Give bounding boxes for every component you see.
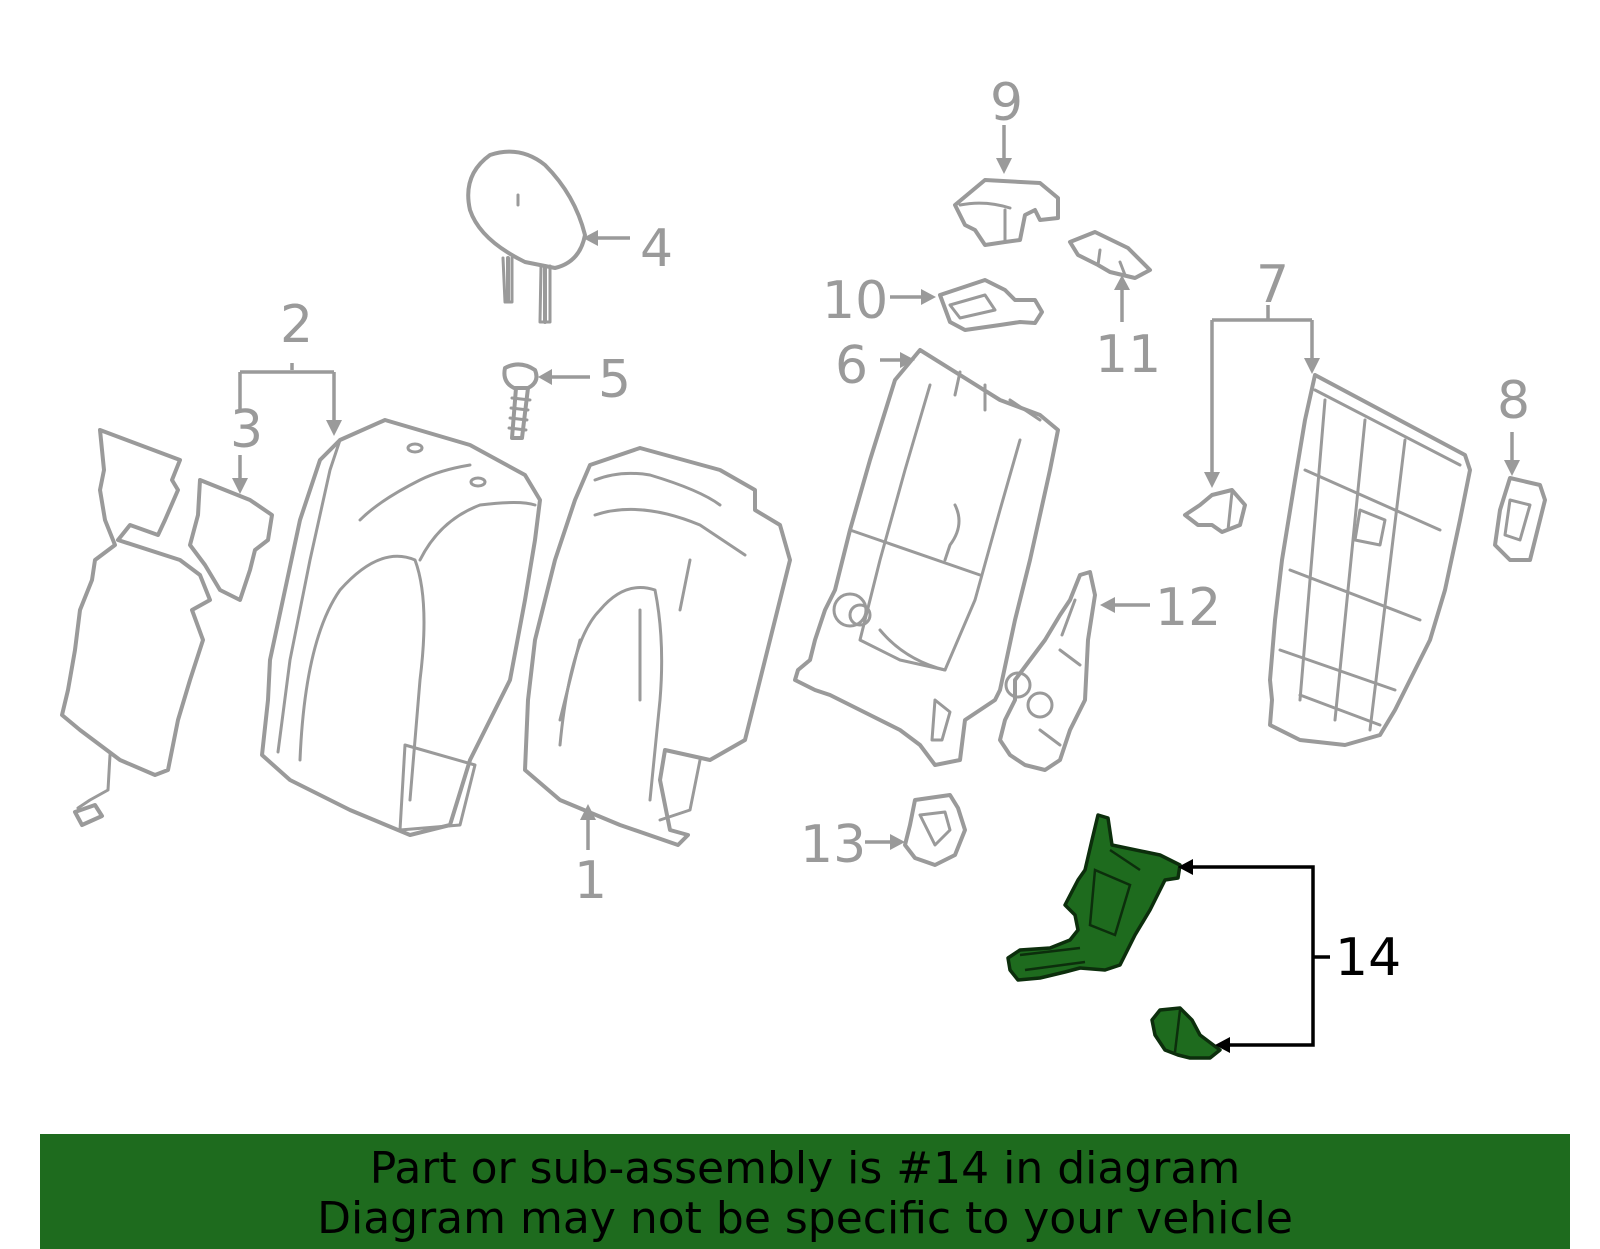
- leader-14: [1190, 865, 1330, 1047]
- callout-3: 3: [230, 400, 263, 460]
- callout-9: 9: [990, 73, 1023, 133]
- part-11-cap[interactable]: [1068, 230, 1152, 280]
- callout-13: 13: [800, 815, 866, 875]
- arrow-10: [921, 289, 936, 305]
- part-3-seat-heater[interactable]: [60, 428, 274, 827]
- arrow-9: [996, 158, 1012, 174]
- callout-4: 4: [640, 219, 673, 279]
- arrow-12: [1100, 597, 1115, 613]
- callout-8: 8: [1497, 371, 1530, 431]
- banner-line-1: Part or sub-assembly is #14 in diagram: [369, 1143, 1241, 1194]
- arrow-14a: [1178, 859, 1193, 875]
- part-12-lock[interactable]: [998, 570, 1097, 772]
- part-2-seat-back-cover[interactable]: [260, 418, 542, 837]
- part-5-screw[interactable]: [502, 362, 539, 440]
- part-13-bracket[interactable]: [903, 793, 967, 867]
- arrow-11: [1114, 275, 1130, 290]
- part-1-seat-back-pad[interactable]: [523, 446, 792, 847]
- arrow-4: [583, 230, 598, 246]
- callout-7: 7: [1256, 255, 1289, 315]
- arrow-6: [900, 352, 915, 368]
- part-10-bracket[interactable]: [938, 278, 1044, 332]
- callout-14: 14: [1335, 928, 1401, 988]
- callout-12: 12: [1155, 578, 1221, 638]
- part-9-cover[interactable]: [953, 178, 1060, 247]
- arrow-7a: [1304, 358, 1320, 374]
- arrow-8: [1504, 460, 1520, 476]
- part-14-clip[interactable]: [1150, 1006, 1222, 1060]
- arrow-13: [890, 834, 905, 850]
- banner-line-2: Diagram may not be specific to your vehi…: [317, 1193, 1293, 1244]
- part-8-clip[interactable]: [1493, 476, 1547, 562]
- callout-5: 5: [598, 350, 631, 410]
- arrow-5: [538, 369, 552, 385]
- part-6-seat-back-frame[interactable]: [793, 348, 1060, 767]
- part-4-headrest[interactable]: [466, 149, 587, 324]
- callout-10: 10: [822, 271, 888, 331]
- callout-2: 2: [280, 295, 313, 355]
- callout-6: 6: [835, 336, 868, 396]
- part-14-release-lever[interactable]: [1006, 813, 1182, 982]
- callout-1: 1: [574, 851, 607, 911]
- arrow-1: [580, 804, 596, 820]
- arrow-3: [232, 478, 248, 494]
- callout-11: 11: [1095, 325, 1161, 385]
- info-banner: Part or sub-assembly is #14 in diagram D…: [40, 1134, 1570, 1249]
- arrow-7b: [1204, 472, 1220, 488]
- arrow-14b: [1215, 1037, 1230, 1053]
- leader-7: [1210, 305, 1314, 475]
- arrow-2: [326, 420, 342, 436]
- part-7-clip[interactable]: [1183, 488, 1247, 534]
- part-7-back-board[interactable]: [1268, 373, 1472, 747]
- leader-2: [238, 363, 336, 425]
